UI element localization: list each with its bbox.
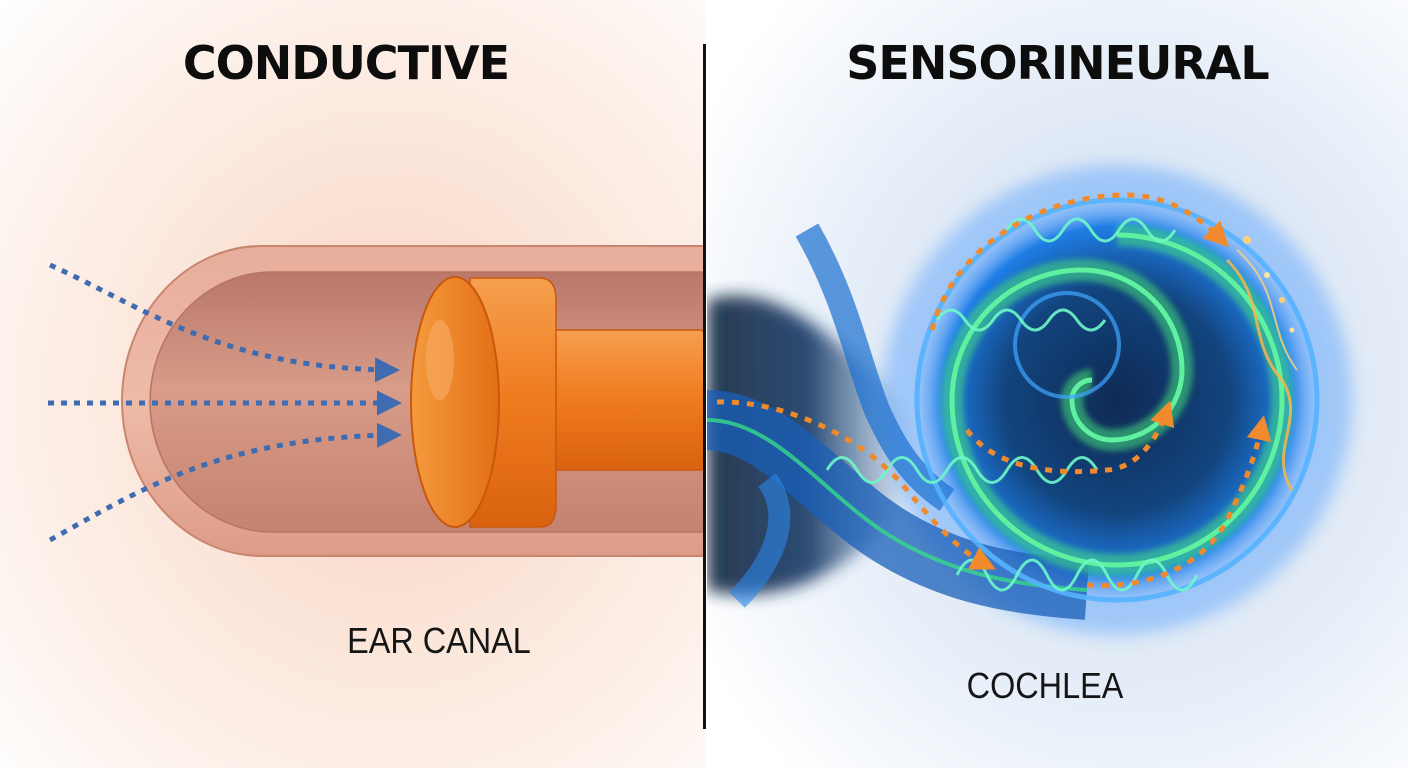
sound-wave-arrows [48,262,402,543]
sensorineural-panel [707,0,1408,768]
signal-sparkle [1225,236,1298,491]
sound-arrow-lower [48,422,402,543]
conductive-heading: CONDUCTIVE [182,36,510,90]
signal-arrow-inbound [716,399,996,570]
conductive-panel [0,0,705,768]
ear-canal-illustration [0,0,705,768]
earplug [410,276,705,528]
cochlea-illustration [707,0,1408,768]
ear-canal-caption: EAR CANAL [347,620,531,661]
sensorineural-heading: SENSORINEURAL [846,36,1269,90]
sound-arrow-upper [48,262,400,383]
auditory-nerve-tubes [707,223,1090,620]
cochlea-caption: COCHLEA [966,665,1124,706]
center-divider [703,44,706,729]
neural-wave-traces [825,217,1199,592]
signal-arrows [716,192,1272,589]
cochlea-spiral [914,197,1320,603]
signal-arrow-outer-turn [929,192,1230,331]
